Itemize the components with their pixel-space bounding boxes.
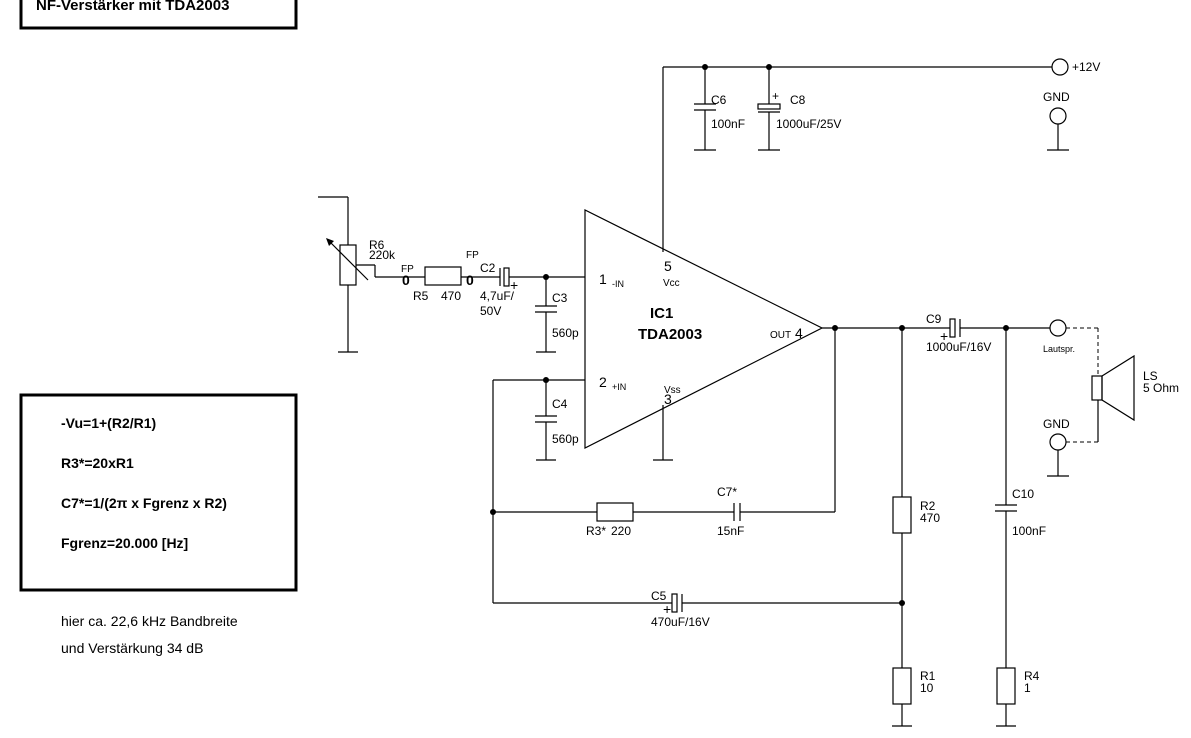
formula-4: Fgrenz=20.000 [Hz] [61, 535, 188, 551]
capacitor-c8: + C8 1000uF/25V [757, 67, 841, 151]
svg-text:1: 1 [599, 271, 607, 287]
svg-text:C9: C9 [926, 312, 942, 326]
svg-text:1000uF/16V: 1000uF/16V [926, 340, 991, 354]
svg-text:-IN: -IN [612, 279, 624, 289]
svg-text:0: 0 [466, 272, 474, 288]
svg-text:R2: R2 [920, 499, 936, 513]
pin3-ground [653, 405, 673, 461]
svg-text:OUT: OUT [770, 330, 791, 341]
formula-2: R3*=20xR1 [61, 455, 134, 471]
svg-text:R3*: R3* [586, 524, 606, 538]
svg-text:R5: R5 [413, 289, 429, 303]
svg-text:1: 1 [1024, 681, 1031, 695]
supply-rail: +12V [662, 58, 1100, 252]
r3-c7-network: R3* 220 C7* 15nF [493, 328, 836, 538]
title: NF-Verstärker mit TDA2003 [36, 0, 229, 14]
svg-text:Lautspr.: Lautspr. [1043, 344, 1075, 354]
svg-text:C3: C3 [552, 291, 568, 305]
gnd-terminal-top: GND [1043, 90, 1070, 151]
svg-text:100nF: 100nF [711, 117, 745, 131]
resistor-r1: R1 10 [892, 667, 936, 727]
note-line-2: und Verstärkung 34 dB [61, 640, 203, 656]
svg-text:TDA2003: TDA2003 [638, 326, 702, 343]
capacitor-c6: C6 100nF [694, 67, 745, 151]
svg-text:2: 2 [599, 374, 607, 390]
capacitor-c4: C4 560p [493, 377, 585, 461]
svg-text:15nF: 15nF [717, 524, 744, 538]
svg-text:C6: C6 [711, 93, 727, 107]
svg-text:R4: R4 [1024, 669, 1040, 683]
svg-text:470: 470 [441, 289, 461, 303]
formula-1: -Vu=1+(R2/R1) [61, 415, 156, 431]
svg-text:470uF/16V: 470uF/16V [651, 615, 710, 629]
svg-text:1000uF/25V: 1000uF/25V [776, 117, 841, 131]
svg-text:+: + [772, 89, 779, 103]
svg-text:C4: C4 [552, 397, 568, 411]
svg-text:C8: C8 [790, 93, 806, 107]
svg-text:0: 0 [402, 272, 410, 288]
ic-tda2003: 1 -IN 2 +IN 5 Vcc Vss 3 OUT 4 IC1 TDA200… [584, 209, 824, 449]
svg-text:560p: 560p [552, 432, 579, 446]
resistor-r5: FP 0 FP 0 R5 470 [401, 250, 500, 303]
capacitor-c3: C3 560p [535, 277, 579, 353]
svg-text:+: + [663, 601, 671, 617]
svg-text:50V: 50V [480, 304, 501, 318]
svg-text:LS: LS [1143, 369, 1158, 383]
svg-text:IC1: IC1 [650, 305, 673, 322]
resistor-r4: R4 1 [996, 667, 1040, 727]
svg-text:4,7uF/: 4,7uF/ [480, 289, 515, 303]
svg-text:C2: C2 [480, 261, 496, 275]
svg-text:10: 10 [920, 681, 934, 695]
svg-text:5: 5 [664, 258, 672, 274]
svg-text:560p: 560p [552, 326, 579, 340]
svg-text:220k: 220k [369, 248, 396, 262]
svg-text:FP: FP [401, 264, 414, 275]
svg-text:+: + [510, 277, 518, 293]
gnd-terminal-bottom: GND [1043, 417, 1070, 477]
resistor-r2: R2 470 [892, 328, 940, 668]
svg-text:4: 4 [795, 325, 803, 341]
note-line-1: hier ca. 22,6 kHz Bandbreite [61, 613, 238, 629]
svg-text:Vss: Vss [664, 385, 681, 396]
formula-box: -Vu=1+(R2/R1) R3*=20xR1 C7*=1/(2π x Fgre… [19, 393, 298, 592]
svg-text:C7*: C7* [717, 485, 737, 499]
capacitor-c10: C10 100nF [995, 328, 1046, 668]
potentiometer-r6: R6 220k [318, 196, 425, 353]
svg-text:C10: C10 [1012, 487, 1034, 501]
svg-text:GND: GND [1043, 90, 1070, 104]
svg-text:3: 3 [664, 391, 672, 407]
capacitor-c2: + C2 4,7uF/ 50V [480, 261, 585, 318]
svg-text:+IN: +IN [612, 382, 626, 392]
svg-text:220: 220 [611, 524, 631, 538]
svg-text:GND: GND [1043, 417, 1070, 431]
svg-text:FP: FP [466, 250, 479, 261]
svg-text:R6: R6 [369, 238, 385, 252]
svg-text:C5: C5 [651, 589, 667, 603]
title-box: NF-Verstärker mit TDA2003 [19, 0, 298, 30]
svg-text:+: + [940, 328, 948, 344]
formula-3: C7*=1/(2π x Fgrenz x R2) [61, 495, 227, 511]
output-network: C9 + 1000uF/16V [822, 312, 1050, 354]
svg-text:100nF: 100nF [1012, 524, 1046, 538]
capacitor-c5: C5 + 470uF/16V [493, 589, 902, 629]
svg-text:470: 470 [920, 511, 940, 525]
svg-text:R1: R1 [920, 669, 936, 683]
svg-text:Vcc: Vcc [663, 278, 680, 289]
svg-text:5 Ohm: 5 Ohm [1143, 381, 1179, 395]
vcc-label: +12V [1072, 60, 1100, 74]
loudspeaker-ls: Lautspr. LS 5 Ohm [1043, 319, 1179, 443]
